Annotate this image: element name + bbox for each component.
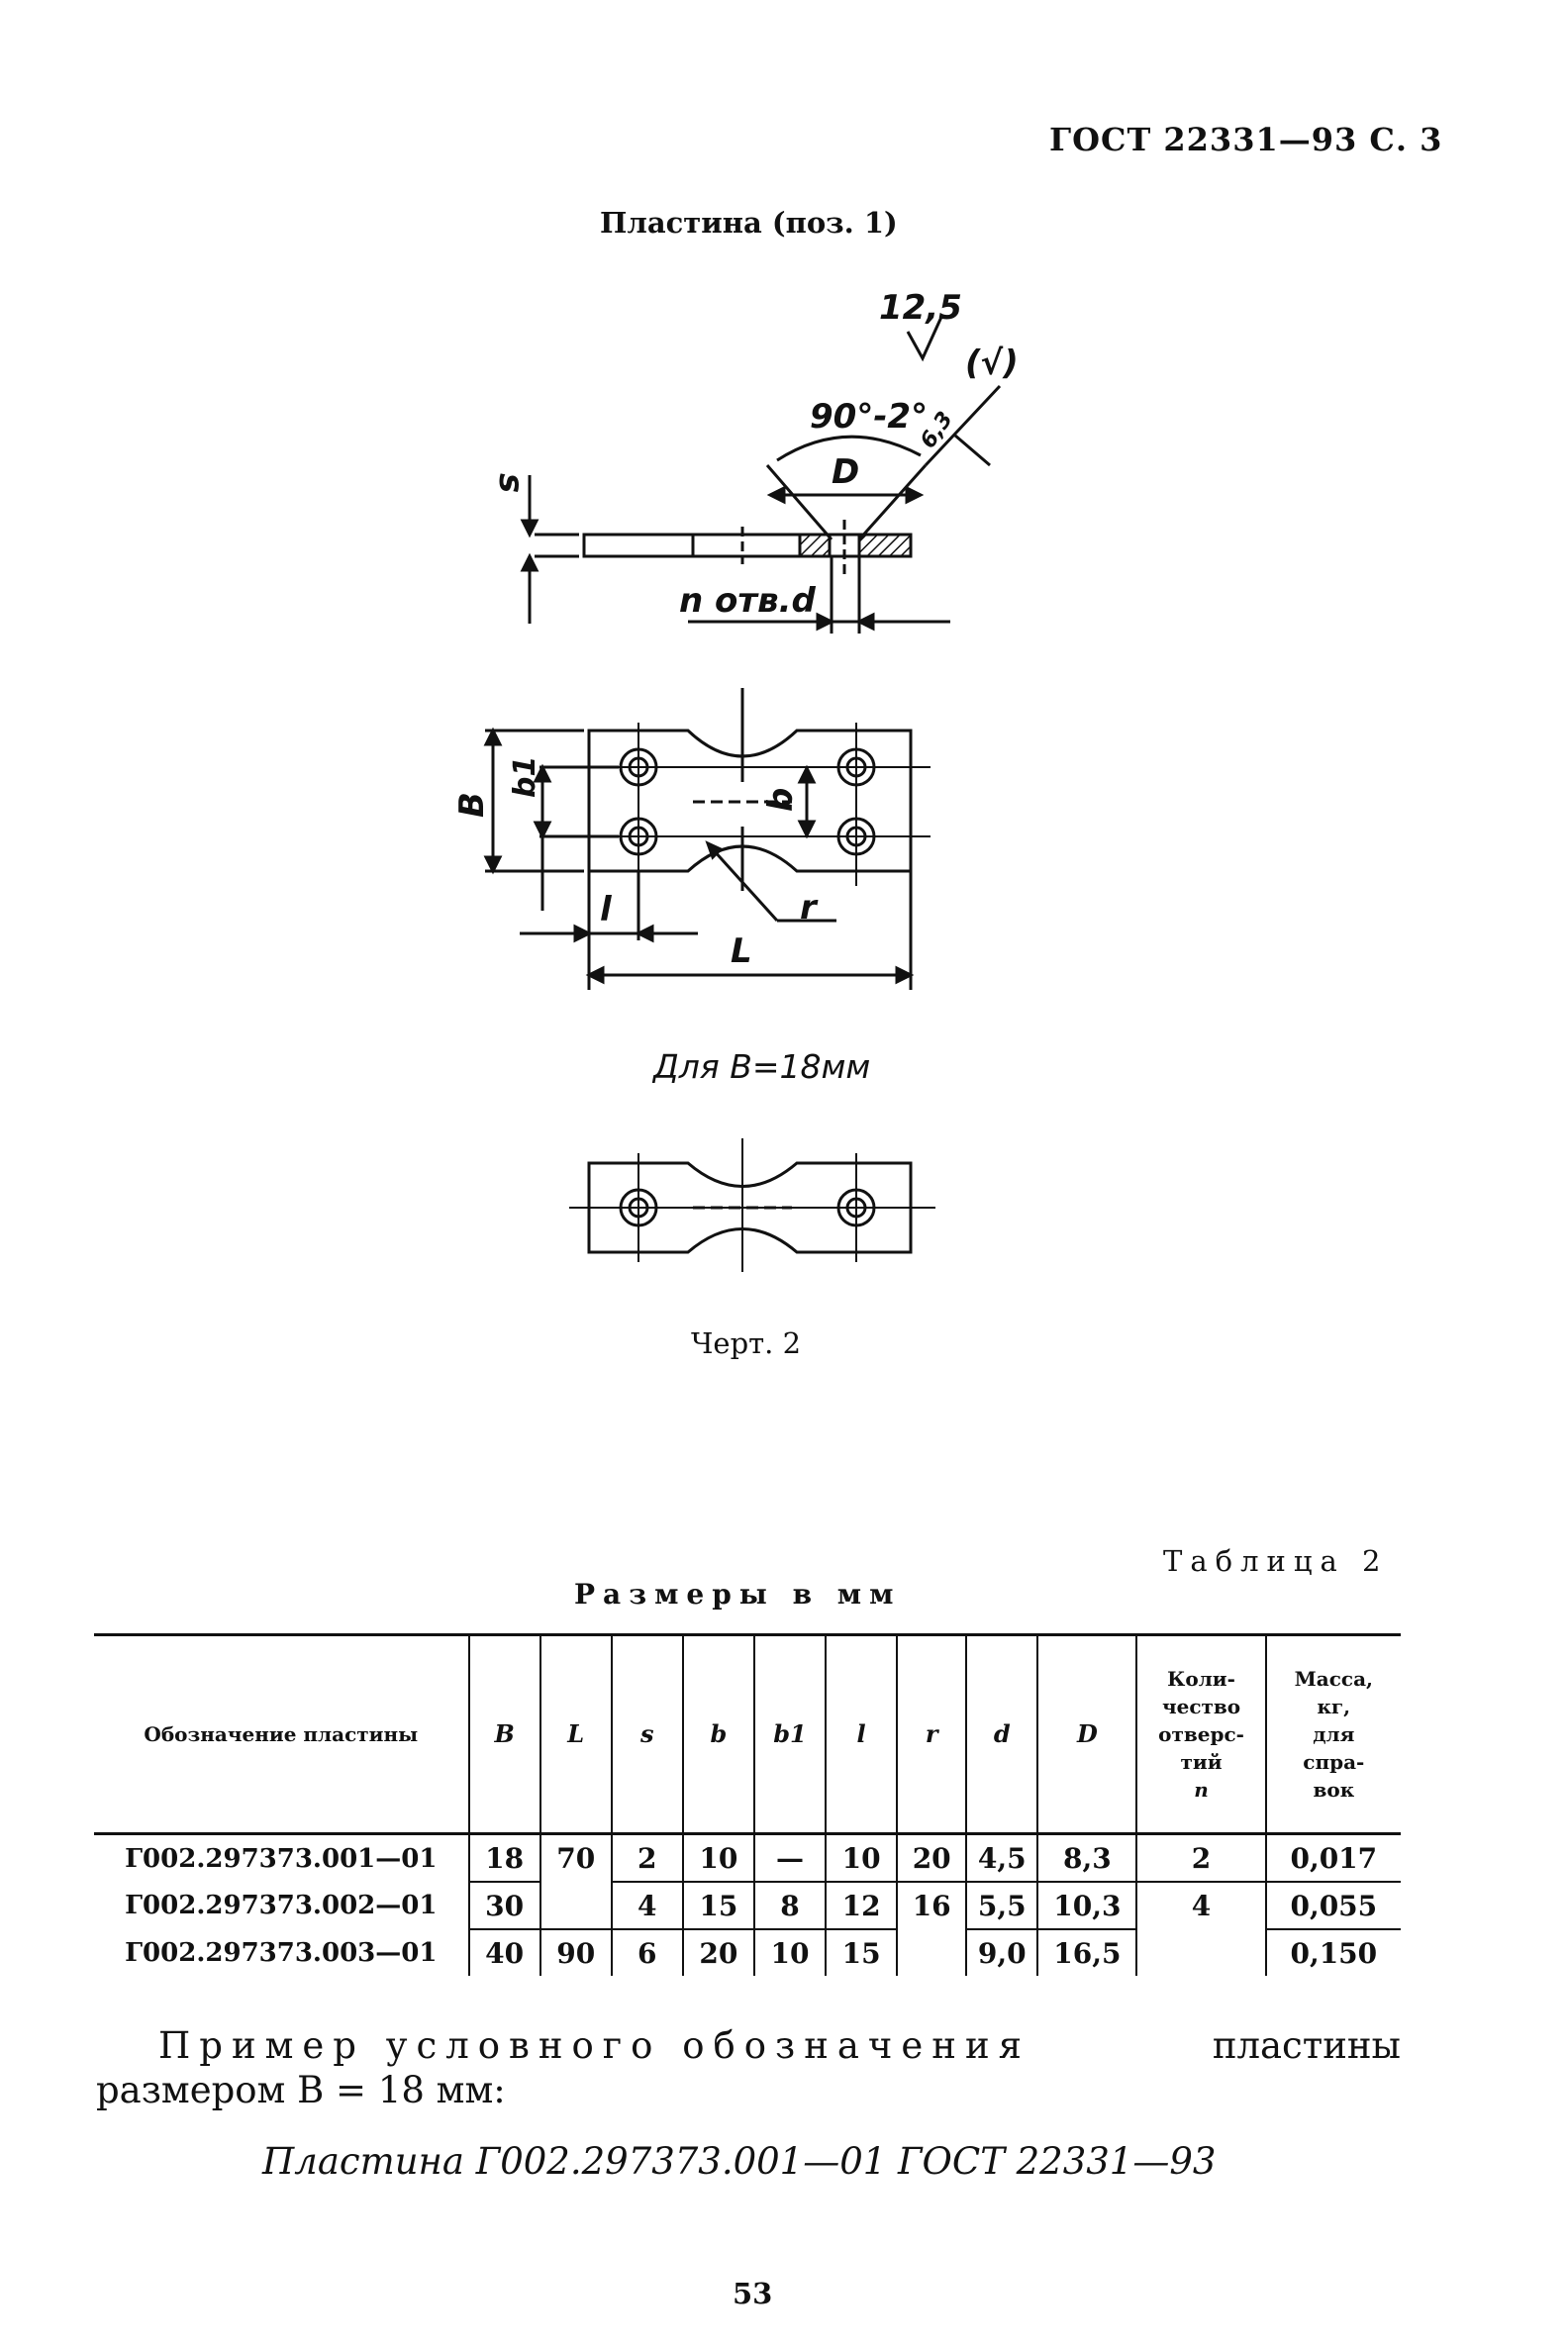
col-mass: Масса, кг, для спра- вок [1264, 1633, 1401, 1835]
col-holes-count: Коли- чество отверс- тий n [1135, 1633, 1267, 1835]
col-D: D [1036, 1633, 1138, 1835]
label-D: D [832, 452, 859, 492]
table-row: Г002.297373.003—01 40 90 6 20 10 15 9,0 … [94, 1929, 1401, 1976]
example-designation: Пластина Г002.297373.001—01 ГОСТ 22331—9… [262, 2140, 1217, 2183]
table-label: Таблица 2 [1163, 1544, 1389, 1578]
dimensions-table: Обозначение пластины B L s b b1 l r d D … [94, 1633, 1401, 1976]
label-b1: b1 [508, 756, 542, 798]
col-L: L [539, 1633, 613, 1835]
roughness-general: (√) [965, 343, 1019, 383]
example-intro-part1: Пример условного обозначения [158, 2024, 1030, 2067]
variant-caption: Для B=18мм [653, 1047, 871, 1086]
table-row: Г002.297373.002—01 30 4 15 8 12 16 5,5 1… [94, 1882, 1401, 1930]
label-s: s [491, 473, 531, 493]
col-d: d [965, 1633, 1039, 1835]
holes [619, 747, 876, 856]
document-header: ГОСТ 22331—93 С. 3 [1049, 121, 1443, 158]
figure-title: Пластина (поз. 1) [600, 206, 898, 240]
label-l: l [600, 890, 613, 929]
table-units: Размеры в мм [574, 1578, 902, 1611]
col-l: l [825, 1633, 899, 1835]
roughness-value: 12,5 [879, 288, 962, 328]
example-intro-part2: пластины [1212, 2024, 1401, 2067]
col-b: b [681, 1633, 755, 1835]
technical-drawing: 12,5 (√) 90°-2° 6,3 D s n отв.d B b1 b r… [452, 288, 1019, 1272]
label-B: B [452, 792, 492, 818]
col-b1: b1 [752, 1633, 828, 1835]
holes-label: n отв.d [679, 581, 817, 621]
table-header-row: Обозначение пластины B L s b b1 l r d D … [94, 1633, 1401, 1835]
label-L: L [731, 931, 752, 971]
page-number: 53 [733, 2277, 773, 2310]
example-intro: Пример условного обозначения пластины [158, 2024, 1401, 2067]
table-row: Г002.297373.001—01 18 70 2 10 — 10 20 4,… [94, 1833, 1401, 1883]
label-r: r [800, 888, 819, 928]
col-designation: Обозначение пластины [94, 1633, 470, 1835]
figure-caption: Черт. 2 [691, 1326, 802, 1360]
col-B: B [467, 1633, 541, 1835]
col-r: r [896, 1633, 968, 1835]
example-size: размером B = 18 мм: [96, 2069, 506, 2111]
label-b: b [761, 788, 801, 812]
col-s: s [610, 1633, 684, 1835]
angle-label: 90°-2° [810, 397, 928, 437]
